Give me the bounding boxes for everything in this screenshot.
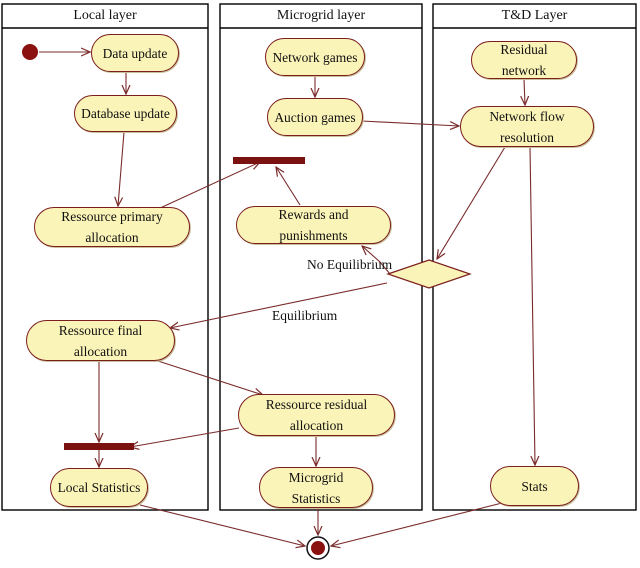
arrow-stats-to-end [331, 502, 503, 546]
flow-arrows [39, 52, 535, 546]
fork-bar [233, 157, 305, 164]
arrow-network-flow-to-stats [529, 146, 535, 465]
arrow-auction-games-to-network-flow [361, 120, 459, 126]
arrow-local-statistics-to-end [139, 504, 305, 546]
guard-no-equilibrium: No Equilibrium [307, 257, 393, 272]
node-local-statistics: Local Statistics [50, 468, 148, 507]
arrow-residual-allocation-to-join [130, 427, 240, 447]
lane-microgrid-frame [219, 3, 423, 511]
node-rewards-and-punishments: Rewards and punishments [236, 206, 391, 244]
node-stats: Stats [490, 466, 579, 506]
node-data-update: Data update [91, 34, 179, 72]
arrow-residual-network-to-network-flow [524, 78, 525, 105]
node-database-update: Database update [74, 95, 177, 132]
node-auction-games: Auction games [267, 98, 363, 136]
lane-title-td: T&D Layer [501, 8, 568, 23]
arrow-primary-allocation-to-fork [157, 162, 260, 210]
node-residual-network: Residual network [471, 41, 577, 79]
guard-equilibrium: Equilibrium [272, 308, 338, 323]
initial-node [22, 44, 38, 60]
arrow-decision-to-rewards [362, 246, 391, 275]
node-network-games: Network games [265, 38, 365, 76]
join-bar [64, 443, 134, 450]
decision-diamond [386, 259, 472, 289]
swimlanes [1, 3, 637, 511]
node-microgrid-statistics: Microgrid Statistics [259, 467, 373, 508]
lane-td-frame [432, 3, 637, 511]
arrow-network-flow-to-decision [437, 146, 506, 259]
arrow-decision-to-final-allocation [170, 282, 388, 328]
arrow-rewards-to-fork [276, 167, 301, 206]
node-network-flow-resolution: Network flow resolution [460, 106, 594, 147]
lane-title-microgrid: Microgrid layer [276, 8, 366, 23]
lane-title-local: Local layer [73, 8, 137, 23]
arrow-database-update-to-primary-allocation [118, 131, 125, 206]
node-ressource-residual-allocation: Ressource residual allocation [238, 394, 395, 436]
lane-local-frame [1, 3, 209, 511]
final-node [306, 536, 330, 560]
arrow-final-allocation-to-residual-allocation [157, 360, 263, 395]
node-ressource-final-allocation: Ressource final allocation [26, 320, 175, 361]
node-ressource-primary-allocation: Ressource primary allocation [34, 207, 190, 247]
